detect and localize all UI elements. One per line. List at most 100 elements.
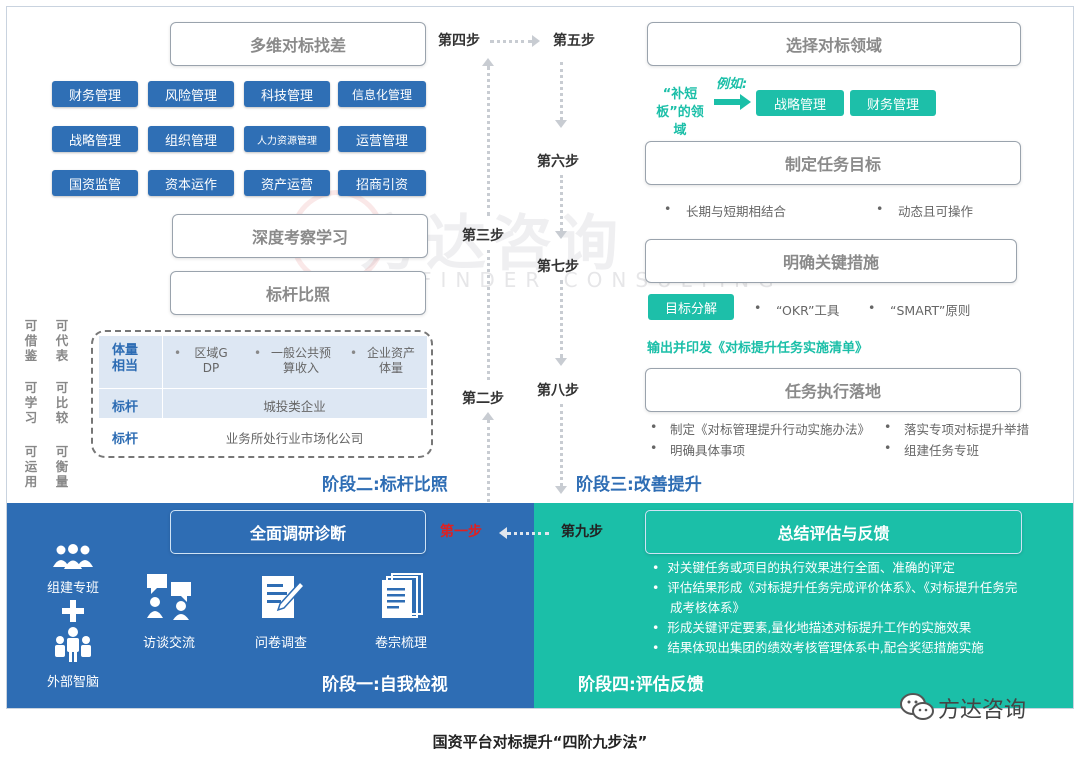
deep-study-box: 深度考察学习 <box>172 214 428 258</box>
output-list-label: 输出并印发《对标提升任务实施清单》 <box>647 341 869 356</box>
team-label: 组建专班 <box>46 581 99 596</box>
side-text-borrow: 可借鉴 <box>24 318 38 363</box>
field-tag: 财务管理 <box>850 90 936 116</box>
connector-dots <box>560 175 563 231</box>
arrow-right-icon <box>740 94 751 110</box>
mgmt-tag: 科技管理 <box>244 81 330 107</box>
bullet-dot: • <box>650 440 658 455</box>
mgmt-tag: 战略管理 <box>52 126 138 152</box>
row1-item: 一般公共预算收入 <box>270 346 331 375</box>
row3-value: 业务所处行业市场化公司 <box>225 431 364 446</box>
bullet-dot: • <box>876 201 884 216</box>
connector-dots <box>507 532 549 535</box>
connector-dots <box>560 404 563 486</box>
arrow-left-icon <box>499 527 507 539</box>
bullet-dot: • <box>174 346 182 360</box>
execute-bullet: 明确具体事项 <box>670 443 746 458</box>
row3-label: 标杆 <box>111 432 138 447</box>
execute-bullet: 制定《对标管理提升行动实施办法》 <box>670 422 871 437</box>
benchmark-box: 标杆比照 <box>170 271 426 315</box>
side-text-compare: 可比较 <box>55 380 69 425</box>
wechat-icon <box>900 693 934 720</box>
row2-value: 城投类企业 <box>263 399 326 414</box>
execute-bullet: 组建任务专班 <box>904 443 980 458</box>
connector-dots <box>487 66 490 216</box>
choose-field-box: 选择对标领域 <box>647 22 1021 66</box>
summary-box: 总结评估与反馈 <box>645 510 1022 554</box>
team-icon <box>53 544 93 569</box>
set-goal-box: 制定任务目标 <box>645 141 1021 185</box>
bullet-dot: • <box>884 419 892 434</box>
execute-box: 任务执行落地 <box>645 368 1021 412</box>
summary-bullet-cont: 成考核体系》 <box>670 600 746 615</box>
step3-label: 第三步 <box>462 228 504 244</box>
goal-bullet: 长期与短期相结合 <box>686 204 787 219</box>
example-label: 例如: <box>716 77 748 92</box>
row2-label: 标杆 <box>111 400 138 415</box>
interview-label: 访谈交流 <box>142 636 195 651</box>
bullet-dot: • <box>652 560 668 575</box>
benchmark-table-frame <box>91 330 433 458</box>
arrow-right-icon <box>532 35 540 47</box>
row1-item: 区域GDP <box>194 346 228 375</box>
brand-name: 方达咨询 <box>938 698 1027 723</box>
arrow-down-icon <box>555 358 567 366</box>
mgmt-tag: 资本运作 <box>148 170 234 196</box>
row1-label: 体量相当 <box>111 343 138 374</box>
diagram-frame <box>6 6 1074 709</box>
execute-bullet: 落实专项对标提升举措 <box>904 422 1030 437</box>
key-measures-box: 明确关键措施 <box>645 239 1017 283</box>
archive-label: 卷宗梳理 <box>374 636 427 651</box>
side-text-measure: 可衡量 <box>55 444 69 489</box>
arrow-up-icon <box>482 412 494 420</box>
side-text-learn: 可学习 <box>24 380 38 425</box>
stage4-area <box>534 503 1073 708</box>
stage1-title: 阶段一:自我检视 <box>322 675 448 695</box>
step6-label: 第六步 <box>537 154 579 170</box>
step9-label: 第九步 <box>561 524 603 540</box>
bullet-dot: • <box>754 300 762 315</box>
table-divider <box>162 336 163 449</box>
connector-dots <box>487 420 490 502</box>
mgmt-tag: 信息化管理 <box>338 81 426 107</box>
step4-label: 第四步 <box>438 33 480 49</box>
bullet-dot: • <box>664 201 672 216</box>
summary-bullet: • 结果体现出集团的绩效考核管理体系中,配合奖惩措施实施 <box>652 640 984 655</box>
questionnaire-icon <box>262 576 304 618</box>
multi-gap-box: 多维对标找差 <box>170 22 426 66</box>
mgmt-tag: 人力资源管理 <box>244 126 330 152</box>
bullet-dot: • <box>884 440 892 455</box>
arrow-down-icon <box>555 120 567 128</box>
side-text-apply: 可运用 <box>24 444 38 489</box>
summary-bullet: • 对关键任务或项目的执行效果进行全面、准确的评定 <box>652 560 955 575</box>
summary-bullet: • 评估结果形成《对标提升任务完成评价体系》、《对标提升任务完 <box>652 580 1018 595</box>
mgmt-tag: 组织管理 <box>148 126 234 152</box>
target-decompose-tag: 目标分解 <box>648 294 734 320</box>
stage2-title: 阶段二:标杆比照 <box>322 475 448 495</box>
bullet-dot: • <box>652 640 668 655</box>
weak-field-label: “补短板”的领域 <box>656 87 704 138</box>
arrow-down-icon <box>555 231 567 239</box>
bullet-dot: • <box>652 620 668 635</box>
summary-bullet: • 形成关键评定要素,量化地描述对标提升工作的实施效果 <box>652 620 972 635</box>
bullet-dot: • <box>350 346 358 360</box>
questionnaire-label: 问卷调查 <box>254 636 307 651</box>
diagram-caption: 国资平台对标提升“四阶九步法” <box>432 733 648 751</box>
bullet-dot: • <box>254 346 262 360</box>
step1-label: 第一步 <box>440 524 482 540</box>
plus-icon <box>62 600 84 622</box>
mgmt-tag: 资产运营 <box>244 170 330 196</box>
arrow-down-icon <box>555 486 567 494</box>
measure-bullet: “OKR”工具 <box>776 303 840 318</box>
side-text-represent: 可代表 <box>55 318 69 363</box>
summary-bullets: • 对关键任务或项目的执行效果进行全面、准确的评定 • 评估结果形成《对标提升任… <box>652 558 1062 658</box>
external-brain-label: 外部智脑 <box>46 675 99 690</box>
row1-item: 企业资产体量 <box>366 346 415 375</box>
connector-dots <box>560 280 563 358</box>
goal-bullet: 动态且可操作 <box>898 204 974 219</box>
mgmt-tag: 国资监管 <box>52 170 138 196</box>
connector-dots <box>487 250 490 380</box>
external-brain-icon <box>55 627 91 662</box>
archive-icon <box>382 573 423 618</box>
table-divider <box>99 388 427 389</box>
